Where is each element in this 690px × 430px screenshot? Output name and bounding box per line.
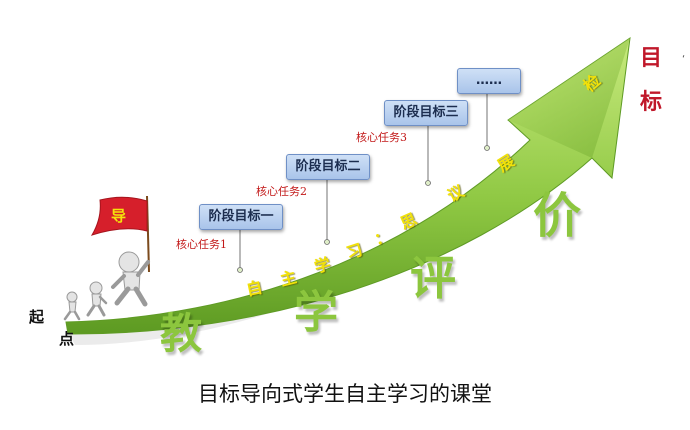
start-char-1: 起 [29, 308, 45, 326]
green-char-price: 价 [533, 188, 582, 244]
flag-icon [90, 195, 150, 273]
leader-figure-icon [111, 251, 150, 307]
stage-goal-3: 阶段目标三 [384, 100, 468, 126]
green-char-teach: 教 [160, 309, 203, 358]
goal-char-1: 目 [640, 46, 663, 71]
goal-char-2: 标 [640, 90, 663, 115]
start-char-2: 点 [59, 330, 75, 348]
follower-figure-icon [63, 291, 81, 321]
arrow-body [65, 36, 631, 335]
core-task-3: 核心任务3 [356, 131, 407, 144]
follower-figure-icon [86, 281, 108, 317]
stage-goal-2: 阶段目标二 [286, 154, 370, 180]
core-task-2: 核心任务2 [256, 185, 307, 198]
stage-goal-1: 阶段目标一 [199, 204, 283, 230]
green-char-learn: 学 [294, 287, 338, 338]
flag-label: 导 [111, 207, 127, 225]
diagram-caption: 目标导向式学生自主学习的课堂 [198, 382, 492, 406]
stage-goal-4: …… [457, 68, 521, 94]
green-char-evaluate: 评 [410, 251, 456, 305]
svg-text:‘: ‘ [682, 54, 685, 65]
core-task-1: 核心任务1 [176, 238, 227, 251]
